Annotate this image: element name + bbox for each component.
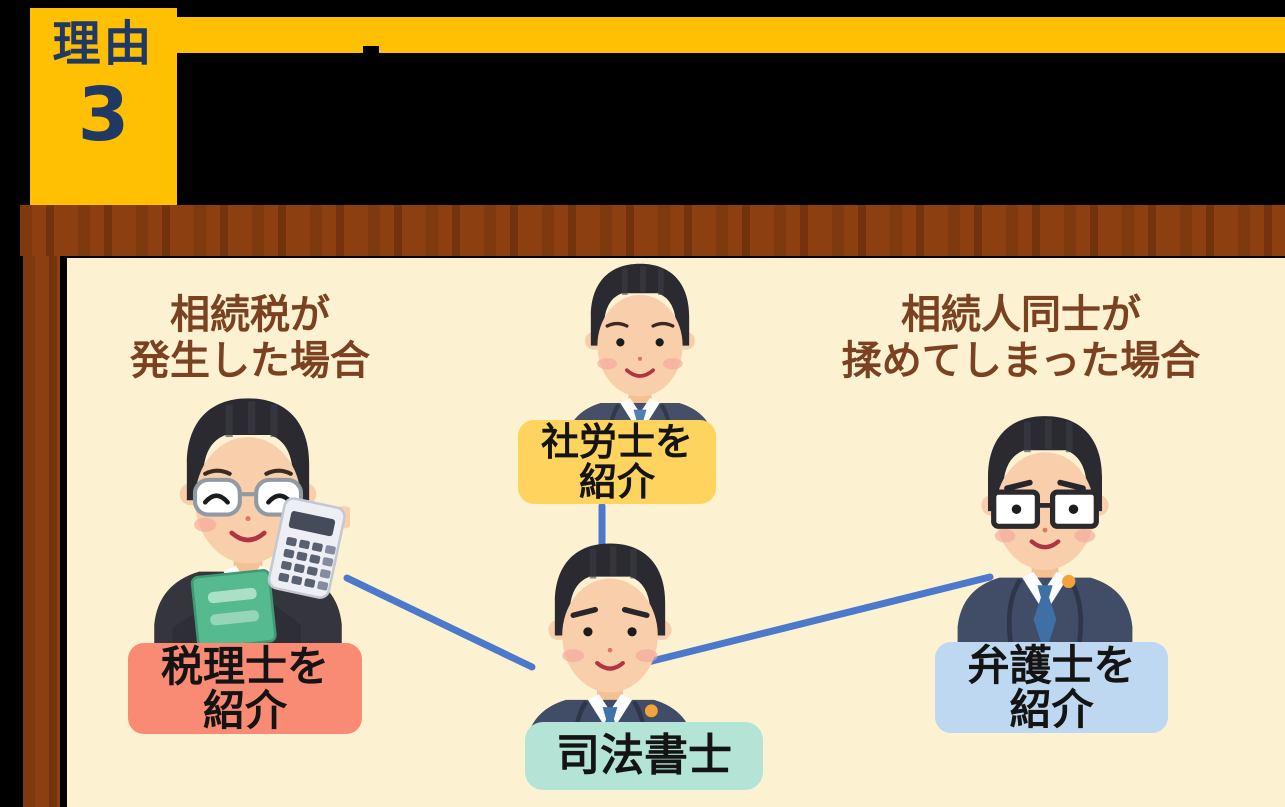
right-caption: 相続人同士が 揉めてしまった場合 xyxy=(826,292,1216,384)
reason-badge-number: 3 xyxy=(77,72,130,158)
right-caption-line2: 揉めてしまった場合 xyxy=(841,338,1201,384)
label-box-zeirishi: 税理士を 紹介 xyxy=(128,643,362,734)
businessman-glasses-calculator-book-icon xyxy=(154,398,355,645)
calculator-icon xyxy=(267,497,355,599)
lapel-badge-icon xyxy=(1062,574,1076,589)
reason-badge-word: 理由 xyxy=(52,16,155,72)
zeirishi-line2: 紹介 xyxy=(202,686,287,735)
zeirishi-line1: 税理士を xyxy=(160,642,329,691)
label-box-sharoushi: 社労士を 紹介 xyxy=(518,420,716,504)
sharoushi-line1: 社労士を xyxy=(540,420,693,464)
title-silhouette-peak xyxy=(363,46,379,54)
left-caption-line1: 相続税が xyxy=(170,292,330,338)
lapel-badge-icon xyxy=(644,704,658,718)
title-silhouette xyxy=(183,53,1160,205)
left-caption-line2: 発生した場合 xyxy=(130,338,370,384)
title-silhouette-stroke xyxy=(609,150,614,256)
connector-right xyxy=(644,573,994,666)
wood-left-column xyxy=(23,256,60,807)
yellow-header-band xyxy=(30,17,1285,53)
shihoshoshi-text: 司法書士 xyxy=(556,730,732,781)
reason-badge: 理由 3 xyxy=(30,8,177,205)
businessman-icon xyxy=(564,263,716,462)
label-box-shihoshoshi: 司法書士 xyxy=(525,722,763,790)
right-figure-wrap xyxy=(950,399,1146,646)
bengoshi-line1: 弁護士を xyxy=(967,641,1136,690)
sharoushi-line2: 紹介 xyxy=(578,460,655,504)
connector-left xyxy=(343,574,536,671)
wood-band xyxy=(20,205,1285,256)
businessman-square-glasses-badge-icon xyxy=(957,416,1133,646)
right-caption-line1: 相続人同士が xyxy=(901,292,1141,338)
top-figure-wrap xyxy=(558,249,726,499)
bengoshi-line2: 紹介 xyxy=(1009,685,1094,734)
title-silhouette-stroke xyxy=(178,150,183,256)
label-box-bengoshi: 弁護士を 紹介 xyxy=(935,642,1168,733)
connector-lines xyxy=(343,502,994,671)
green-book-icon xyxy=(190,569,277,645)
left-caption: 相続税が 発生した場合 xyxy=(100,292,400,384)
left-figure-wrap xyxy=(146,380,366,645)
